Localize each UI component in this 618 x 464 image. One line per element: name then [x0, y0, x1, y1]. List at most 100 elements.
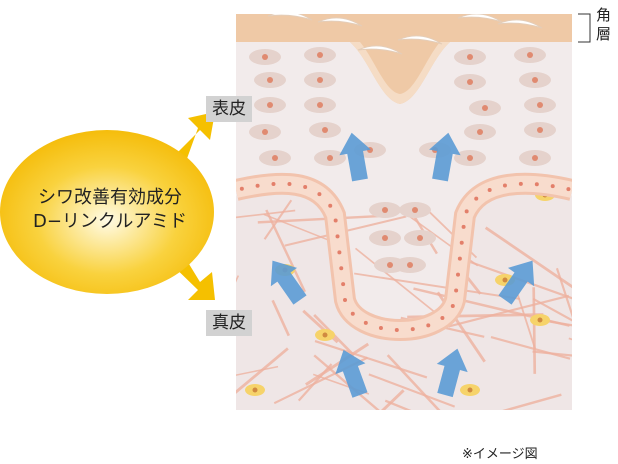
basal-cell-nucleus — [426, 323, 431, 328]
cell-nucleus — [272, 155, 278, 161]
collagen-fiber — [354, 247, 449, 324]
blue-arrow — [270, 260, 307, 305]
cell-nucleus — [477, 129, 483, 135]
collagen-fiber — [313, 354, 380, 410]
cell-nucleus — [482, 105, 488, 111]
blue-arrows — [270, 132, 535, 398]
collagen-fiber — [484, 226, 572, 289]
collagen-fiber — [305, 342, 370, 386]
basal-cell-nucleus — [239, 186, 244, 191]
cell-nucleus — [317, 77, 323, 83]
basal-cell-nucleus — [487, 188, 492, 193]
blue-arrow — [335, 349, 368, 398]
basal-cell-nucleus — [474, 196, 479, 201]
cell-nucleus — [317, 52, 323, 58]
cell-nucleus — [527, 52, 533, 58]
basal-cell-nucleus — [566, 187, 571, 192]
dermis-region — [236, 189, 572, 410]
basal-cell-nucleus — [440, 315, 445, 320]
fibroblast-nucleus — [502, 277, 508, 283]
collagen-fiber — [461, 257, 572, 300]
basal-cell-nucleus — [461, 224, 466, 229]
cell-nucleus — [327, 155, 333, 161]
flake — [267, 14, 313, 21]
ingredient-ellipse — [0, 130, 214, 294]
basal-cell-nucleus — [454, 288, 459, 293]
basal-cell-nucleus — [410, 327, 415, 332]
ingredient-line2: D−リンクルアミド — [32, 211, 188, 232]
collagen-fiber — [265, 209, 306, 293]
basal-cell-nucleus — [333, 218, 338, 223]
basal-cell-nucleus — [317, 192, 322, 197]
basal-cell-nucleus — [459, 240, 464, 245]
epidermis-label: 表皮 — [206, 96, 252, 122]
collagen-fiber — [368, 373, 456, 408]
blue-arrow — [429, 132, 461, 182]
basal-cell-nucleus — [534, 182, 539, 187]
basal-cell-nucleus — [341, 282, 346, 287]
collagen-fiber — [502, 393, 562, 410]
basal-cells — [239, 181, 571, 332]
stratum-corneum-label: 角層 — [596, 6, 612, 43]
stratum-corneum-layer — [236, 14, 572, 104]
cell-nucleus — [537, 127, 543, 133]
collagen-fiber — [490, 336, 571, 360]
blue-arrow — [436, 348, 468, 398]
basal-cell-nucleus — [457, 256, 462, 261]
basal-cell-nucleus — [255, 183, 260, 188]
collagen-fiber — [386, 354, 441, 410]
collagen-fiber — [384, 399, 412, 410]
cell-nucleus — [532, 77, 538, 83]
cell-nucleus — [467, 155, 473, 161]
cell-nucleus — [267, 102, 273, 108]
cell-nucleus — [417, 235, 423, 241]
fibroblast-nucleus — [252, 387, 258, 393]
flake — [317, 17, 363, 27]
collagen-fiber — [257, 214, 384, 224]
basal-cell-nucleus — [287, 182, 292, 187]
basal-cell-nucleus — [450, 303, 455, 308]
cell-nucleus — [412, 207, 418, 213]
collagen-fiber — [236, 347, 289, 394]
collagen-fiber — [532, 350, 572, 357]
cell-nucleus — [532, 155, 538, 161]
cell-nucleus — [467, 54, 473, 60]
cell-nucleus — [537, 102, 543, 108]
collagen-fiber — [236, 209, 296, 219]
collagen-fiber — [532, 287, 537, 374]
shedding-flakes — [267, 14, 543, 55]
epidermal-cells — [249, 47, 556, 273]
granular-layer — [350, 42, 450, 104]
collagen-fiber — [516, 294, 536, 349]
cell-nucleus — [322, 127, 328, 133]
stratum-corneum-bracket — [578, 13, 591, 43]
cell-nucleus — [267, 77, 273, 83]
basal-cell-nucleus — [328, 203, 333, 208]
cell-nucleus — [262, 54, 268, 60]
basal-cell-nucleus — [339, 266, 344, 271]
ingredient-name: シワ改善有効成分 D−リンクルアミド — [0, 186, 220, 234]
cell-nucleus — [407, 262, 413, 268]
blue-arrow — [498, 260, 535, 305]
cell-nucleus — [382, 235, 388, 241]
basal-cell-nucleus — [378, 325, 383, 330]
blue-arrow — [339, 132, 371, 182]
collagen-fiber — [271, 299, 290, 337]
basal-cell-nucleus — [464, 209, 469, 214]
basal-cell-nucleus — [271, 182, 276, 187]
fibroblast-nucleus — [322, 332, 328, 338]
basal-cell-nucleus — [455, 272, 460, 277]
fibroblast-nucleus — [537, 317, 543, 323]
basal-cell-nucleus — [303, 184, 308, 189]
collagen-fiber — [354, 272, 521, 300]
collagen-fiber — [532, 297, 572, 322]
basal-cell-nucleus — [335, 234, 340, 239]
flake — [497, 19, 543, 29]
cell-nucleus — [387, 262, 393, 268]
image-note: ※イメージ図 — [462, 447, 538, 462]
fibroblast-nucleus — [467, 387, 473, 393]
flake — [397, 35, 443, 45]
collagen-fiber — [314, 340, 428, 379]
basal-cell-nucleus — [518, 181, 523, 186]
